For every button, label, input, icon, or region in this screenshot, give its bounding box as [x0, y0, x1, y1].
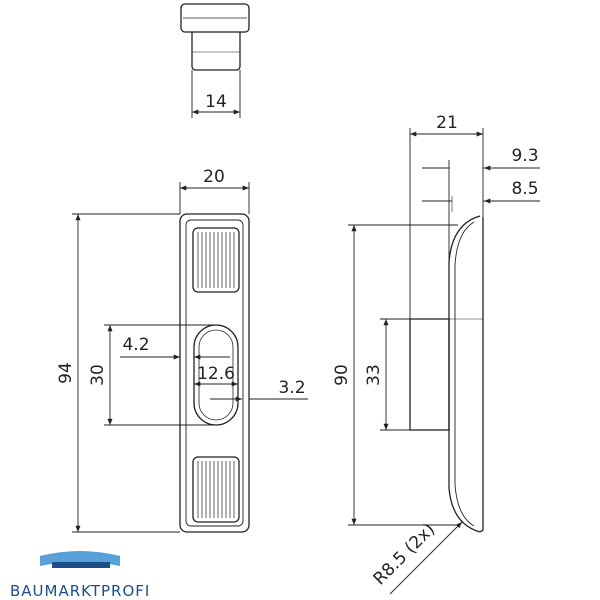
- dim-label-slot-offset: 4.2: [122, 335, 149, 355]
- dim-label-radius: R8.5 (2x): [370, 520, 440, 590]
- dim-label-lip-b: 8.5: [511, 179, 538, 199]
- brand-logo: BAUMARKTPROFI: [10, 551, 150, 600]
- dim-side-depth: [409, 128, 484, 319]
- top-view-cap: [180, 3, 250, 33]
- upper-grip: [192, 227, 240, 293]
- top-view: [180, 3, 250, 71]
- dim-label-wall: 3.2: [278, 378, 305, 398]
- side-view: [409, 215, 484, 533]
- dim-label-front-width: 20: [203, 167, 225, 187]
- top-view-stem: [191, 32, 241, 71]
- dim-lip-b: [422, 196, 540, 212]
- front-view-outline: [179, 213, 250, 533]
- dim-label-slot-height: 30: [88, 364, 108, 386]
- dim-front-height: [72, 213, 180, 533]
- dim-label-top-width: 14: [205, 92, 227, 112]
- dim-label-slot-width: 12.6: [197, 364, 235, 384]
- side-view-insert: [409, 318, 450, 431]
- dim-lip-a: [422, 160, 540, 262]
- dim-front-width: [179, 182, 250, 214]
- dim-label-front-height: 94: [56, 362, 76, 384]
- dim-top-width: [191, 70, 241, 118]
- dim-radius: [389, 521, 463, 595]
- dim-label-side-height: 90: [332, 364, 352, 386]
- lower-grip: [192, 456, 240, 523]
- brand-name: BAUMARKTPROFI: [10, 582, 150, 600]
- dim-side-height: [348, 224, 458, 526]
- dim-slot-height: [104, 324, 216, 426]
- side-view-body: [448, 215, 481, 533]
- dim-label-insert-height: 33: [364, 364, 384, 386]
- dim-label-side-depth: 21: [436, 113, 458, 133]
- front-view: [179, 213, 250, 533]
- dim-label-lip-a: 9.3: [511, 146, 538, 166]
- dim-insert-height: [380, 318, 410, 431]
